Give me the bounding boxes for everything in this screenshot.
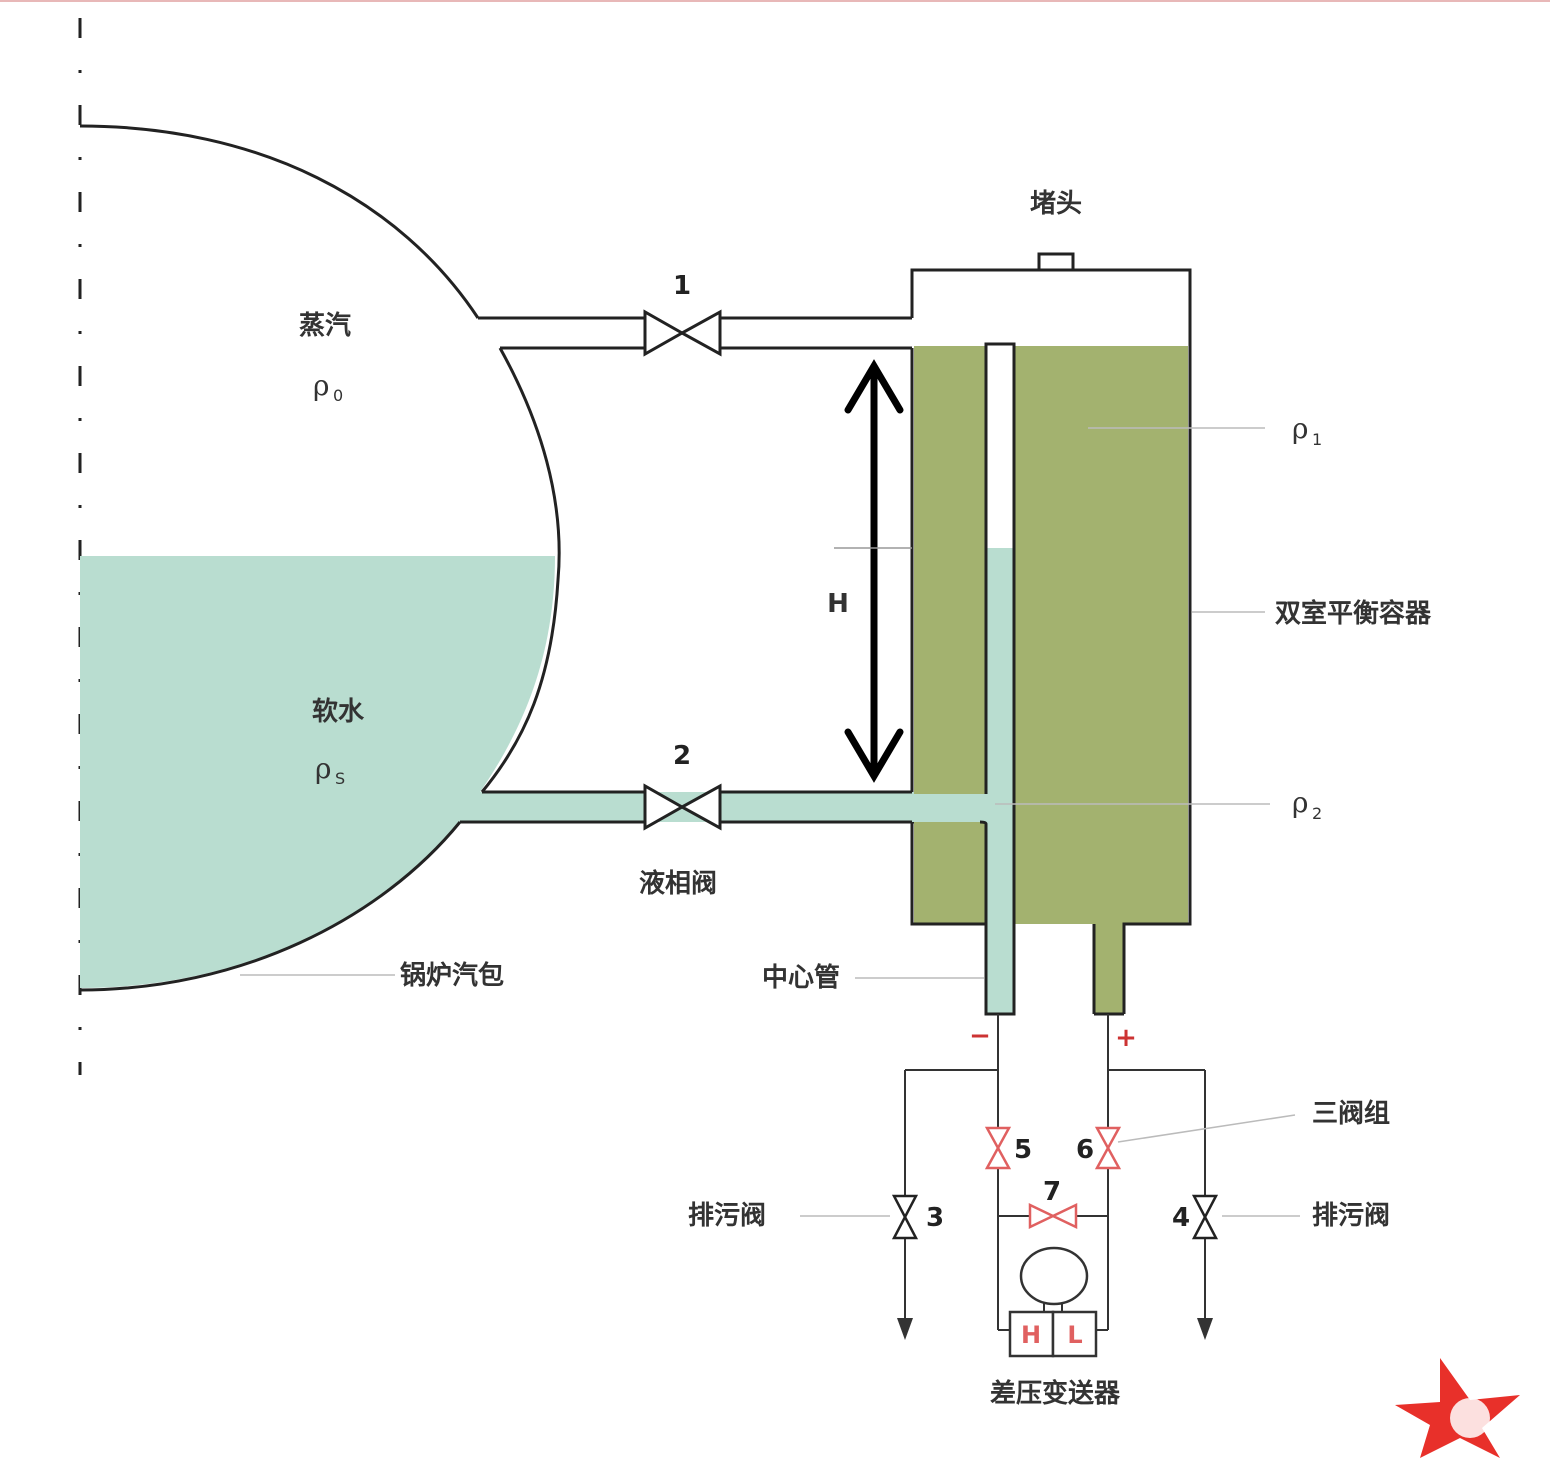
drum-outline [79, 124, 480, 319]
center-tube-water [986, 548, 1014, 1014]
minus-sign: − [969, 1021, 991, 1051]
soft-water-label: 软水 [312, 697, 365, 727]
drain-arrow-right [1197, 1318, 1213, 1340]
drain-valve-right-label: 排污阀 [1312, 1201, 1390, 1231]
corner-logo [1395, 1358, 1520, 1458]
drum-outline-mid [480, 347, 561, 793]
water-density-rho: ρ [315, 752, 331, 785]
valve-7[interactable] [1028, 1203, 1078, 1229]
manifold-leader [1117, 1114, 1296, 1143]
three-valve-manifold-label: 三阀组 [1312, 1098, 1390, 1129]
dual-chamber-vessel [910, 252, 1192, 1016]
valve-2[interactable] [643, 783, 722, 831]
outer-chamber-condensate [914, 346, 1188, 924]
water-density-symbol: ρ S [315, 752, 345, 788]
water-density-sub: S [335, 769, 345, 788]
transmitter-low-label: L [1067, 1321, 1082, 1349]
center-tube-empty [986, 346, 1014, 548]
transmitter-low-port [1051, 1310, 1098, 1358]
drum-outline-bottom [79, 821, 462, 992]
plus-sign: + [1115, 1023, 1137, 1053]
steam-label: 蒸汽 [299, 311, 351, 341]
transmitter-gauge [1019, 1246, 1089, 1306]
steam-density-sub: 0 [333, 386, 343, 405]
height-label: H [827, 589, 849, 619]
valve-6[interactable] [1094, 1126, 1122, 1170]
dual-chamber-vessel-label: 双室平衡容器 [1275, 598, 1432, 629]
drain-valve-left-label: 排污阀 [688, 1201, 766, 1231]
valve-3-number: 3 [926, 1203, 944, 1233]
center-tube-label: 中心管 [762, 963, 840, 993]
steam-density-symbol: ρ 0 [313, 369, 343, 405]
drain-arrow-left [897, 1318, 913, 1340]
liquid-valve-label: 液相阀 [639, 869, 717, 899]
boiler-drum [79, 124, 980, 992]
rho1-rho: ρ [1292, 412, 1308, 445]
valve-1[interactable] [643, 309, 722, 357]
steam-density-rho: ρ [313, 369, 329, 402]
branch-water [912, 794, 986, 822]
drum-water [80, 556, 555, 988]
dp-transmitter [1008, 1246, 1098, 1358]
valve-5-number: 5 [1014, 1135, 1032, 1165]
plus-leg-condensate [1094, 924, 1124, 1014]
valve-1-number: 1 [673, 271, 691, 301]
transmitter-high-port [1008, 1310, 1055, 1358]
valve-6-number: 6 [1076, 1135, 1094, 1165]
valve-2-number: 2 [673, 741, 691, 771]
rho2-sub: 2 [1312, 804, 1322, 823]
rho2-rho: ρ [1292, 786, 1308, 819]
rho1-sub: 1 [1312, 430, 1322, 449]
height-arrow [834, 359, 912, 783]
valve-3[interactable] [891, 1194, 919, 1240]
plug [1037, 252, 1075, 272]
plug-label: 堵头 [1030, 189, 1082, 219]
boiler-drum-label: 锅炉汽包 [400, 960, 504, 991]
valve-4[interactable] [1191, 1194, 1219, 1240]
rho2-symbol: ρ 2 [1292, 786, 1322, 823]
valve-5[interactable] [984, 1126, 1012, 1170]
valve-7-number: 7 [1043, 1177, 1061, 1207]
valve-4-number: 4 [1172, 1203, 1190, 1233]
impulse-lines [904, 1014, 1206, 1331]
transmitter-high-label: H [1021, 1321, 1041, 1349]
steam-pipe [478, 316, 912, 350]
rho1-symbol: ρ 1 [1292, 412, 1322, 449]
dp-transmitter-label: 差压变送器 [990, 1378, 1121, 1409]
